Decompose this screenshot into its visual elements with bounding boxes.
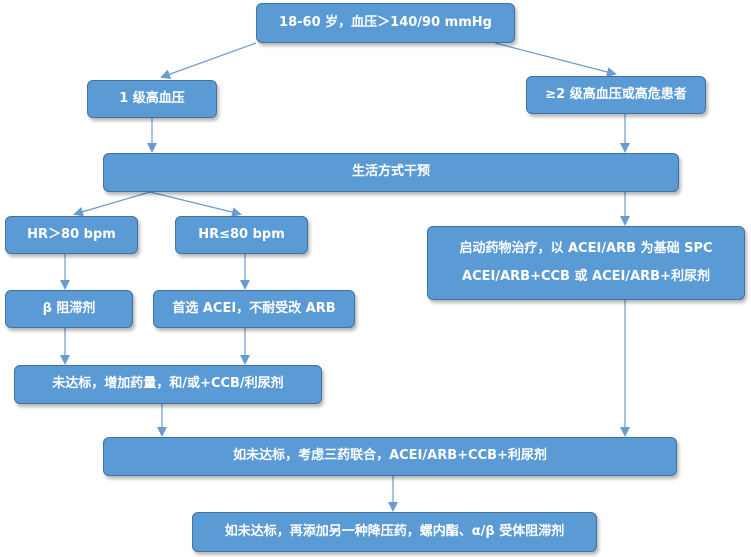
add-fourth-drug-node: 如未达标，再添加另一种降压药，螺内酯、α/β 受体阻滞剂 [192, 512, 597, 552]
grade1-node: 1 级高血压 [87, 80, 217, 118]
acei-first-node-label: 首选 ACEI，不耐受改 ARB [172, 300, 336, 316]
grade2plus-node-label: ≥2 级高血压或高危患者 [545, 86, 687, 102]
grade1-node-label: 1 级高血压 [119, 90, 185, 106]
beta-blocker-node-label: β 阻滞剂 [42, 300, 96, 316]
hr-low-node-label: HR≤80 bpm [198, 226, 285, 242]
arrow-lifestyle-to-hr-high [73, 191, 151, 217]
increase-dose-node: 未达标，增加药量，和/或+CCB/利尿剂 [14, 365, 322, 404]
arrow-start-to-grade1 [160, 42, 257, 79]
acei-first-node: 首选 ACEI，不耐受改 ARB [153, 290, 355, 328]
hr-high-node-label: HR＞80 bpm [27, 226, 116, 242]
arrow-start-to-grade2plus [494, 42, 617, 77]
triple-therapy-node-label: 如未达标，考虑三药联合，ACEI/ARB+CCB+利尿剂 [233, 448, 547, 464]
drug-start-line2: ACEI/ARB+CCB 或 ACEI/ARB+利尿剂 [462, 268, 710, 284]
arrow-lifestyle-to-hr-low [149, 191, 242, 217]
hr-low-node: HR≤80 bpm [175, 216, 308, 254]
lifestyle-node-label: 生活方式干预 [351, 164, 430, 180]
hr-high-node: HR＞80 bpm [5, 216, 138, 254]
drug-start-line1: 启动药物治疗，以 ACEI/ARB 为基础 SPC [459, 241, 713, 257]
lifestyle-node: 生活方式干预 [103, 153, 679, 192]
add-fourth-drug-node-label: 如未达标，再添加另一种降压药，螺内酯、α/β 受体阻滞剂 [224, 523, 565, 539]
drug-start-node: 启动药物治疗，以 ACEI/ARB 为基础 SPC ACEI/ARB+CCB 或… [427, 226, 745, 300]
grade2plus-node: ≥2 级高血压或高危患者 [526, 76, 706, 114]
beta-blocker-node: β 阻滞剂 [5, 290, 133, 328]
start-node: 18-60 岁，血压＞140/90 mmHg [256, 3, 515, 43]
triple-therapy-node: 如未达标，考虑三药联合，ACEI/ARB+CCB+利尿剂 [103, 437, 677, 476]
start-node-label: 18-60 岁，血压＞140/90 mmHg [279, 14, 492, 30]
increase-dose-node-label: 未达标，增加药量，和/或+CCB/利尿剂 [52, 376, 284, 392]
